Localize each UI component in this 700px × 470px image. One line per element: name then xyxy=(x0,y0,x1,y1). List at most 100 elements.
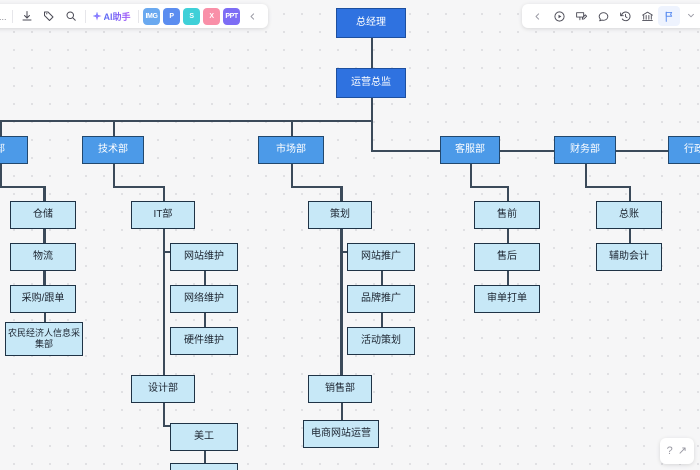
org-node-m1b[interactable]: 品牌推广 xyxy=(347,285,415,313)
connector-line xyxy=(0,186,44,188)
org-node-f2[interactable]: 辅助会计 xyxy=(596,243,662,271)
connector-line xyxy=(163,186,165,375)
connector-line xyxy=(163,229,165,251)
org-node-label: 销售部 xyxy=(325,383,355,395)
org-node-label: 客服部 xyxy=(455,144,485,156)
tag-icon[interactable] xyxy=(38,6,60,26)
connector-line xyxy=(371,98,373,150)
presentation-pen-icon[interactable] xyxy=(570,6,592,26)
connector-line xyxy=(340,229,342,251)
org-node-d-tech[interactable]: 技术部 xyxy=(82,136,144,164)
export-pdf-chip[interactable]: P xyxy=(163,7,181,25)
org-node-s4[interactable]: 农民经济人信息采集部 xyxy=(5,322,83,356)
org-node-c3[interactable]: 审单打单 xyxy=(474,285,540,313)
org-node-label: 网站维护 xyxy=(184,251,224,263)
connector-line xyxy=(291,164,293,186)
org-node-label: 总经理 xyxy=(356,17,386,29)
bank-icon[interactable] xyxy=(636,6,658,26)
download-icon[interactable] xyxy=(16,6,38,26)
toolbar-divider xyxy=(84,9,86,23)
org-node-t1[interactable]: IT部 xyxy=(131,201,195,229)
org-node-label: 部 xyxy=(0,144,5,156)
connector-line xyxy=(43,186,45,285)
connector-line xyxy=(585,164,587,186)
org-node-t1c[interactable]: 硬件维护 xyxy=(170,327,238,355)
org-node-m1[interactable]: 策划 xyxy=(308,201,372,229)
org-node-d-service[interactable]: 客服部 xyxy=(440,136,500,164)
org-node-d-admin[interactable]: 行政部 xyxy=(668,136,700,164)
org-node-label: 设计部 xyxy=(148,383,178,395)
org-node-t2a[interactable]: 美工 xyxy=(170,423,238,451)
org-node-label: 财务部 xyxy=(570,144,600,156)
chevron-down-icon[interactable] xyxy=(680,6,700,26)
org-node-m1a[interactable]: 网站推广 xyxy=(347,243,415,271)
org-node-label: 技术部 xyxy=(98,144,128,156)
org-node-label: 硬件维护 xyxy=(184,335,224,347)
org-node-s3[interactable]: 采购/跟单 xyxy=(10,285,76,313)
connector-line xyxy=(113,186,163,188)
org-node-label: 市场部 xyxy=(276,144,306,156)
connector-line xyxy=(0,164,2,186)
question-icon: ? xyxy=(666,444,673,457)
play-circle-icon[interactable] xyxy=(548,6,570,26)
org-node-m2[interactable]: 销售部 xyxy=(308,375,372,403)
connector-line xyxy=(470,186,507,188)
org-node-label: 采购/跟单 xyxy=(21,293,65,305)
org-node-label: 物流 xyxy=(33,251,53,263)
share-chip[interactable]: S xyxy=(183,7,201,25)
comment-icon[interactable] xyxy=(592,6,614,26)
org-node-label: 辅助会计 xyxy=(609,251,649,263)
org-node-label: 总账 xyxy=(619,209,639,221)
export-ppt-chip[interactable]: PPT xyxy=(223,7,241,25)
export-image-chip[interactable]: IMG xyxy=(143,7,161,25)
org-node-f1[interactable]: 总账 xyxy=(596,201,662,229)
chevron-left-icon[interactable] xyxy=(242,6,264,26)
sparkle-icon xyxy=(92,11,102,21)
connector-line xyxy=(470,164,472,186)
expand-icon: ↗ xyxy=(677,444,687,457)
document-title: 组织架... xyxy=(0,11,7,22)
flag-icon[interactable] xyxy=(658,6,680,26)
org-node-label: 售后 xyxy=(497,251,517,263)
search-icon[interactable] xyxy=(60,6,82,26)
ai-assistant-button[interactable]: AI助手 xyxy=(89,7,135,26)
export-excel-chip[interactable]: X xyxy=(203,7,221,25)
org-node-gm[interactable]: 总经理 xyxy=(336,8,406,38)
org-node-label: 仓储 xyxy=(33,209,53,221)
org-node-m3[interactable]: 电商网站运营 xyxy=(303,420,379,448)
connector-line xyxy=(291,186,341,188)
connector-line xyxy=(0,120,371,122)
org-node-label: 网络维护 xyxy=(184,293,224,305)
toolbar-divider xyxy=(137,9,139,23)
org-node-d-market[interactable]: 市场部 xyxy=(258,136,324,164)
history-icon[interactable] xyxy=(614,6,636,26)
org-node-c1[interactable]: 售前 xyxy=(474,201,540,229)
connector-line xyxy=(163,403,165,425)
org-node-d-finance[interactable]: 财务部 xyxy=(554,136,616,164)
help-button[interactable]: ? ↗ xyxy=(659,438,694,464)
org-node-s1[interactable]: 仓储 xyxy=(10,201,76,229)
org-node-m1c[interactable]: 活动策划 xyxy=(347,327,415,355)
org-node-label: 售前 xyxy=(497,209,517,221)
org-node-ops[interactable]: 运营总监 xyxy=(336,68,406,98)
org-node-t2[interactable]: 设计部 xyxy=(131,375,195,403)
org-node-d-supply[interactable]: 部 xyxy=(0,136,28,164)
org-node-s2[interactable]: 物流 xyxy=(10,243,76,271)
org-node-label: 审单打单 xyxy=(487,293,527,305)
connector-line xyxy=(585,186,629,188)
connector-line xyxy=(113,120,115,136)
org-node-t2b[interactable] xyxy=(170,463,238,470)
connector-line xyxy=(341,186,343,420)
org-node-t1b[interactable]: 网络维护 xyxy=(170,285,238,313)
org-node-c2[interactable]: 售后 xyxy=(474,243,540,271)
toolbar-divider xyxy=(11,9,13,23)
org-node-label: IT部 xyxy=(153,209,173,221)
connector-line xyxy=(340,186,342,375)
connector-line xyxy=(113,164,115,186)
org-node-t1a[interactable]: 网站维护 xyxy=(170,243,238,271)
connector-line xyxy=(0,120,2,136)
connector-line xyxy=(371,150,668,152)
chevron-left-icon[interactable] xyxy=(526,6,548,26)
